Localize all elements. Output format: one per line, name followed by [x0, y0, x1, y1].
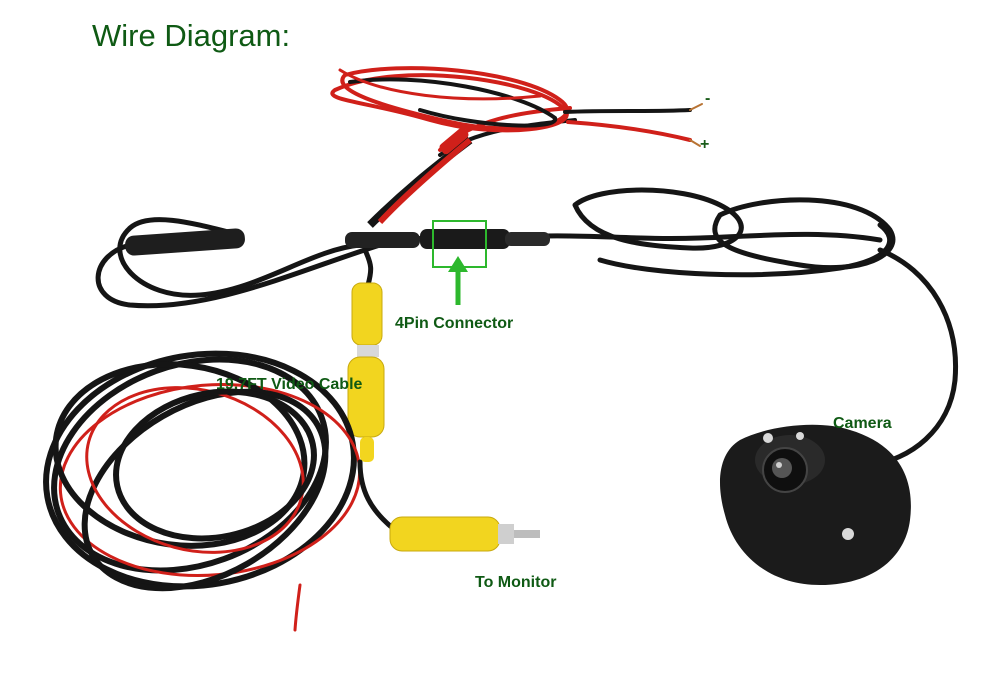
diagram-title: Wire Diagram: [92, 18, 291, 53]
monitor-label: To Monitor [475, 574, 557, 591]
connector-body [125, 228, 550, 256]
rca-plug-upper [347, 248, 385, 462]
connector-highlight [432, 220, 487, 305]
video-cable-coil [43, 350, 398, 632]
connector-label: 4Pin Connector [395, 315, 514, 332]
negative-terminal-label: - [705, 90, 711, 107]
camera-label: Camera [833, 415, 892, 432]
camera [720, 424, 911, 585]
main-cable [95, 187, 959, 468]
rca-plug-lower [389, 516, 540, 552]
power-pigtail [367, 127, 473, 228]
positive-terminal-label: + [700, 136, 710, 153]
video-cable-label: 19.7FT Video Cable [216, 376, 363, 393]
power-wire [330, 66, 703, 157]
